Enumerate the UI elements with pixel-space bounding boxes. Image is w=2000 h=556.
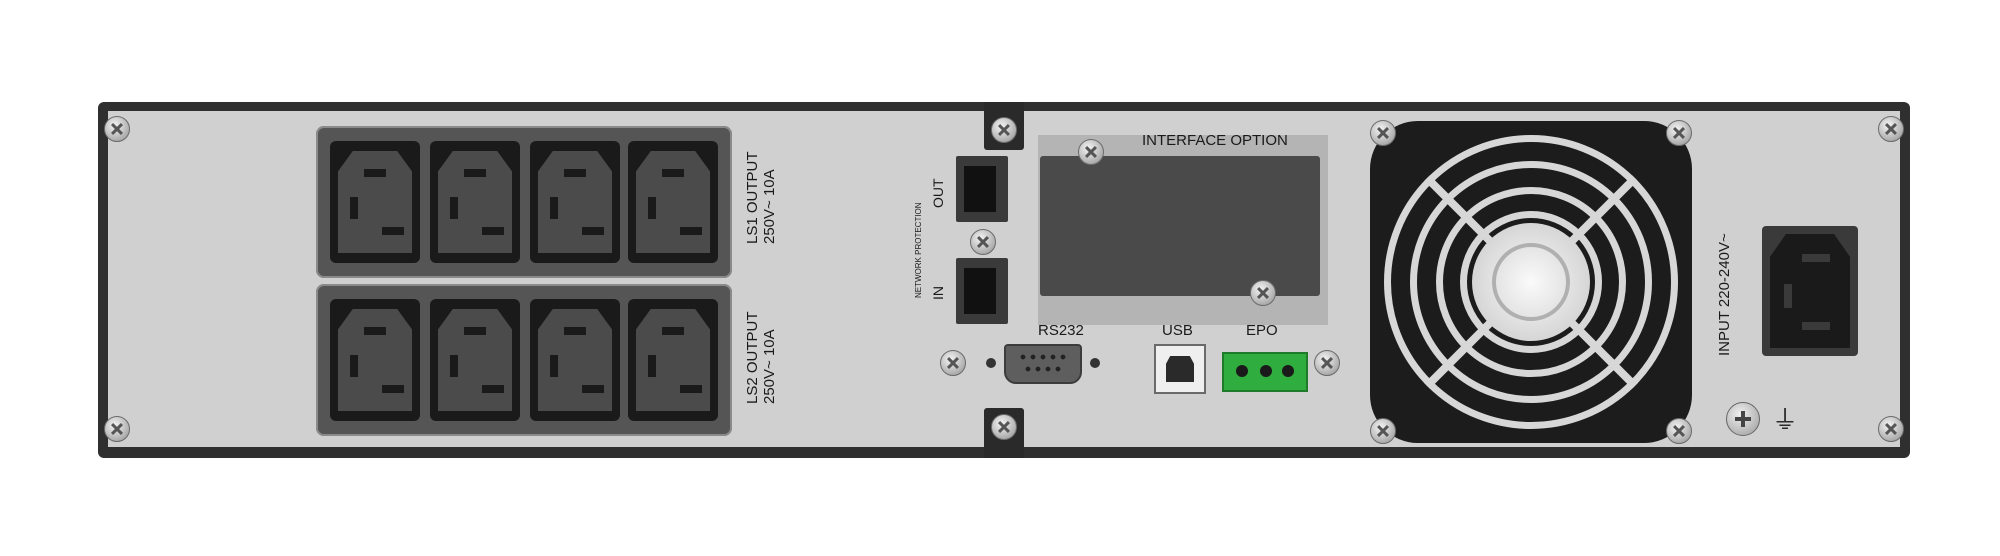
input-rating-label: INPUT 220-240V~ — [1716, 233, 1733, 356]
ls1-outlet-bank — [316, 126, 732, 278]
iec-outlet[interactable] — [530, 299, 620, 421]
screw-icon — [991, 117, 1017, 143]
screw-icon — [1878, 416, 1904, 442]
rs232-label: RS232 — [1038, 322, 1084, 339]
fan-hub-ring — [1492, 243, 1570, 321]
iec-outlet[interactable] — [430, 299, 520, 421]
network-in-port[interactable] — [956, 258, 1008, 324]
screw-icon — [1370, 120, 1396, 146]
interface-option-slot[interactable] — [1040, 156, 1320, 296]
screw-icon — [104, 416, 130, 442]
screw-icon — [970, 229, 996, 255]
ground-screw — [1726, 402, 1760, 436]
screw-icon — [1370, 418, 1396, 444]
ground-symbol-icon: ⏚ — [1772, 406, 1799, 436]
epo-terminal[interactable] — [1222, 352, 1308, 392]
ls1-output-label: LS1 OUTPUT 250V~ 10A — [744, 151, 778, 244]
screw-icon — [1078, 139, 1104, 165]
fan-guard-ring — [1436, 187, 1626, 377]
port-in-label: IN — [930, 286, 946, 300]
screw-icon — [991, 414, 1017, 440]
rs232-bolt — [986, 358, 996, 368]
ls2-outlet-bank — [316, 284, 732, 436]
iec-outlet[interactable] — [628, 299, 718, 421]
iec-outlet[interactable] — [430, 141, 520, 263]
ls2-output-label: LS2 OUTPUT 250V~ 10A — [744, 311, 778, 404]
network-protection-label: NETWORK PROTECTION — [914, 202, 923, 298]
iec-outlet[interactable] — [330, 299, 420, 421]
screw-icon — [1250, 280, 1276, 306]
screw-icon — [940, 350, 966, 376]
fan-guard-ring — [1460, 211, 1602, 353]
fan-guard-ring — [1410, 161, 1652, 403]
rs232-port[interactable] — [1004, 344, 1082, 384]
screw-icon — [1666, 418, 1692, 444]
network-out-port[interactable] — [956, 156, 1008, 222]
rs232-bolt — [1090, 358, 1100, 368]
screw-icon — [104, 116, 130, 142]
interface-option-label: INTERFACE OPTION — [1142, 132, 1288, 149]
screw-icon — [1314, 350, 1340, 376]
screw-icon — [1666, 120, 1692, 146]
port-out-label: OUT — [930, 178, 946, 208]
usb-port[interactable] — [1154, 344, 1206, 394]
iec-outlet[interactable] — [330, 141, 420, 263]
epo-label: EPO — [1246, 322, 1278, 339]
iec-outlet[interactable] — [530, 141, 620, 263]
iec-outlet[interactable] — [628, 141, 718, 263]
fan-guard-ring — [1384, 135, 1678, 429]
power-inlet[interactable] — [1762, 226, 1858, 356]
usb-label: USB — [1162, 322, 1193, 339]
screw-icon — [1878, 116, 1904, 142]
